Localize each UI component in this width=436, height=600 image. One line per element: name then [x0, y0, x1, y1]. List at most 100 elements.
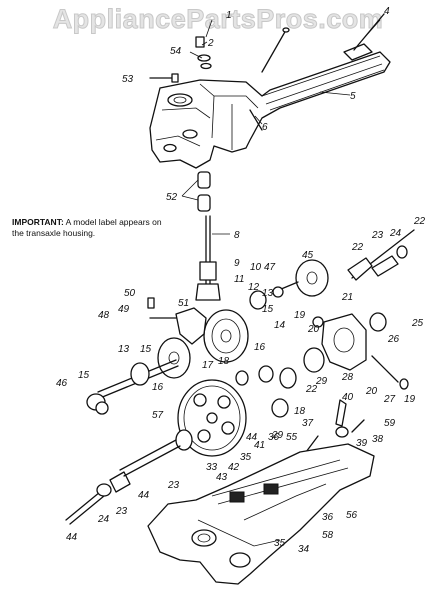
axle-right-parts: [347, 229, 415, 281]
callout-8: 8: [234, 230, 240, 241]
callout-57: 57: [152, 410, 164, 421]
callout-4: 4: [384, 6, 390, 17]
callout-22b: 22: [351, 242, 364, 253]
callout-labels: 1 2 4 5 6 8 9 10 11 12 13 13 14 15 15 15…: [56, 6, 426, 555]
callout-54: 54: [170, 46, 182, 57]
lower-housing: [147, 443, 375, 585]
note-label: IMPORTANT:: [12, 217, 64, 227]
callout-10: 10: [250, 262, 262, 273]
gear-18-center: [235, 365, 274, 386]
callout-39: 39: [356, 438, 368, 449]
callout-23a: 23: [371, 230, 384, 241]
callout-22c: 22: [305, 384, 318, 395]
gear-cluster-left: [86, 337, 191, 415]
callout-16a: 16: [254, 342, 266, 353]
callout-25: 25: [411, 318, 424, 329]
leader-lines: [165, 19, 351, 235]
callout-44a: 44: [246, 432, 258, 443]
shift-fork-51: [147, 297, 207, 345]
callout-43: 43: [216, 472, 228, 483]
bushing-52: [197, 171, 211, 212]
vent-plug-parts: [195, 36, 212, 70]
callout-23c: 23: [115, 506, 128, 517]
callout-15a: 15: [262, 304, 274, 315]
shaft-27-19: [312, 316, 409, 390]
note-text-line1: A model label appears on: [63, 217, 162, 227]
callout-37: 37: [302, 418, 314, 429]
callout-58: 58: [322, 530, 334, 541]
callout-9: 9: [234, 258, 240, 269]
callout-52: 52: [166, 192, 178, 203]
callout-19a: 19: [294, 310, 306, 321]
callout-15c: 15: [78, 370, 90, 381]
shift-shaft-8: [195, 215, 221, 301]
callout-50: 50: [124, 288, 136, 299]
callout-22a: 22: [413, 216, 426, 227]
callout-33: 33: [206, 462, 218, 473]
callout-12: 12: [248, 282, 260, 293]
upper-housing: [149, 43, 391, 169]
callout-18a: 18: [218, 356, 230, 367]
callout-24b: 24: [97, 514, 110, 525]
callout-27: 27: [383, 394, 396, 405]
callout-47: 47: [264, 262, 276, 273]
callout-29b: 29: [271, 430, 284, 441]
callout-2: 2: [207, 38, 214, 49]
bolt-53: [149, 73, 179, 83]
callout-38: 38: [372, 434, 384, 445]
callout-13a: 13: [262, 288, 274, 299]
left-axle: [65, 439, 181, 525]
bolt-6: [249, 109, 263, 131]
callout-36a: 36: [268, 432, 280, 443]
bolt-1: [261, 27, 290, 73]
callout-5: 5: [350, 91, 356, 102]
callout-48: 48: [98, 310, 110, 321]
note-text-line2: the transaxle housing.: [12, 228, 96, 238]
shift-lever-40: [299, 399, 365, 461]
callout-46: 46: [56, 378, 68, 389]
callout-14: 14: [274, 320, 286, 331]
callout-35b: 35: [274, 538, 286, 549]
bevel-gear-16: [203, 309, 249, 363]
axle-bolt-4: [353, 13, 385, 51]
callout-19b: 19: [404, 394, 416, 405]
callout-16b: 16: [152, 382, 164, 393]
right-cover-26: [321, 312, 387, 371]
callout-42: 42: [228, 462, 240, 473]
callout-17: 17: [202, 360, 214, 371]
small-gear-12: [249, 286, 284, 310]
callout-34: 34: [298, 544, 310, 555]
callout-1: 1: [226, 10, 232, 21]
callout-28: 28: [341, 372, 354, 383]
callout-15b: 15: [140, 344, 152, 355]
callout-24a: 24: [389, 228, 402, 239]
callout-41: 41: [254, 440, 265, 451]
callout-6: 6: [262, 122, 268, 133]
callout-23b: 23: [167, 480, 180, 491]
callout-55: 55: [286, 432, 298, 443]
callout-35a: 35: [240, 452, 252, 463]
callout-45: 45: [302, 250, 314, 261]
callout-51: 51: [178, 298, 189, 309]
callout-11: 11: [234, 274, 244, 285]
callout-20b: 20: [365, 386, 378, 397]
callout-26: 26: [387, 334, 400, 345]
callout-44b: 44: [138, 490, 150, 501]
callout-53: 53: [122, 74, 134, 85]
callout-49: 49: [118, 304, 130, 315]
callout-59: 59: [384, 418, 396, 429]
callout-44c: 44: [66, 532, 78, 543]
watermark-logo: AppliancePartsPros.com: [52, 4, 384, 35]
callout-21: 21: [341, 292, 353, 303]
callout-56: 56: [346, 510, 358, 521]
callout-20a: 20: [307, 324, 320, 335]
callout-18b: 18: [294, 406, 306, 417]
differential-gear-57: [177, 379, 247, 457]
callout-29a: 29: [315, 376, 328, 387]
callout-36b: 36: [322, 512, 334, 523]
gear-29: [271, 347, 325, 418]
callout-40: 40: [342, 392, 354, 403]
callout-13b: 13: [118, 344, 130, 355]
